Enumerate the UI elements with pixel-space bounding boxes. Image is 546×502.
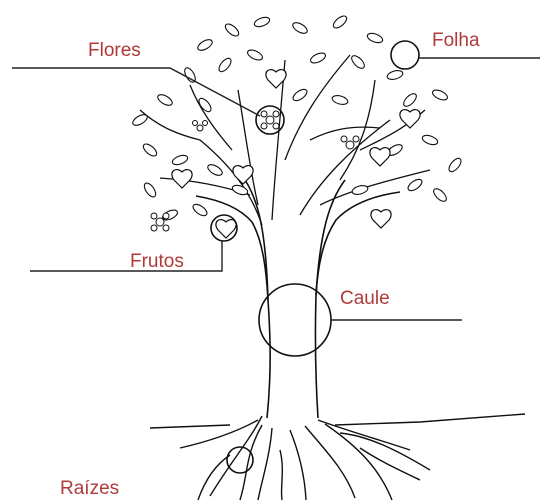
label-frutos: Frutos: [130, 251, 184, 273]
label-folha: Folha: [432, 30, 480, 52]
label-caule: Caule: [340, 288, 390, 310]
roots: [180, 416, 430, 500]
label-flores: Flores: [88, 40, 141, 62]
frutos-leader-line: [30, 241, 222, 271]
flores-leader-line: [12, 68, 260, 116]
leader-lines: [12, 58, 540, 320]
branches: [140, 55, 430, 225]
label-raizes: Raízes: [60, 478, 119, 500]
folha-highlight-circle: [391, 41, 419, 69]
ground-line: [150, 414, 525, 428]
